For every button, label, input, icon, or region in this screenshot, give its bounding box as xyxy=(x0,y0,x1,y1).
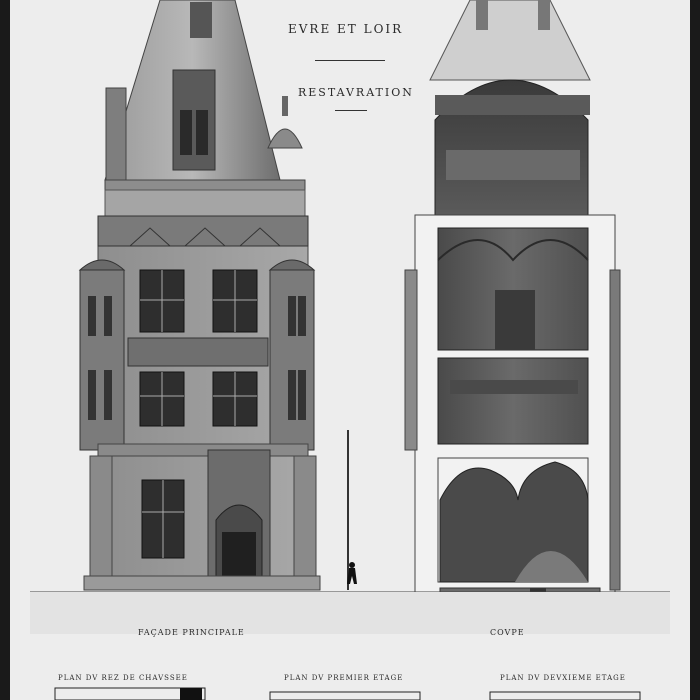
plan-second-outline xyxy=(489,691,641,700)
coupe-caption: COVPE xyxy=(490,628,525,637)
plan-ground-outline xyxy=(54,687,206,700)
plan-second-label: PLAN DV DEVXIEME ETAGE xyxy=(500,674,626,682)
entrance-door xyxy=(222,532,256,580)
elevation-and-section-drawing xyxy=(30,0,670,700)
subtitle-rule xyxy=(335,110,367,111)
roof-finial xyxy=(190,2,212,38)
plan-first-label: PLAN DV PREMIER ETAGE xyxy=(284,674,404,682)
facade-caption: FAÇADE PRINCIPALE xyxy=(138,628,245,637)
scale-figure xyxy=(347,562,357,584)
title-rule xyxy=(315,60,385,61)
section-drawing xyxy=(404,0,621,615)
plan-first-outline xyxy=(269,691,421,700)
section-room-first xyxy=(437,357,589,445)
facade-elevation xyxy=(78,0,321,591)
chimney xyxy=(105,87,127,181)
region-title: EVRE ET LOIR xyxy=(288,22,404,36)
dormer xyxy=(172,69,216,171)
plan-ground-label: PLAN DV REZ DE CHAVSSEE xyxy=(58,674,188,682)
restoration-subtitle: RESTAVRATION xyxy=(298,86,414,99)
architectural-sheet: EVRE ET LOIR RESTAVRATION xyxy=(10,0,690,700)
turret-dome xyxy=(267,128,303,149)
left-turret xyxy=(79,269,125,451)
